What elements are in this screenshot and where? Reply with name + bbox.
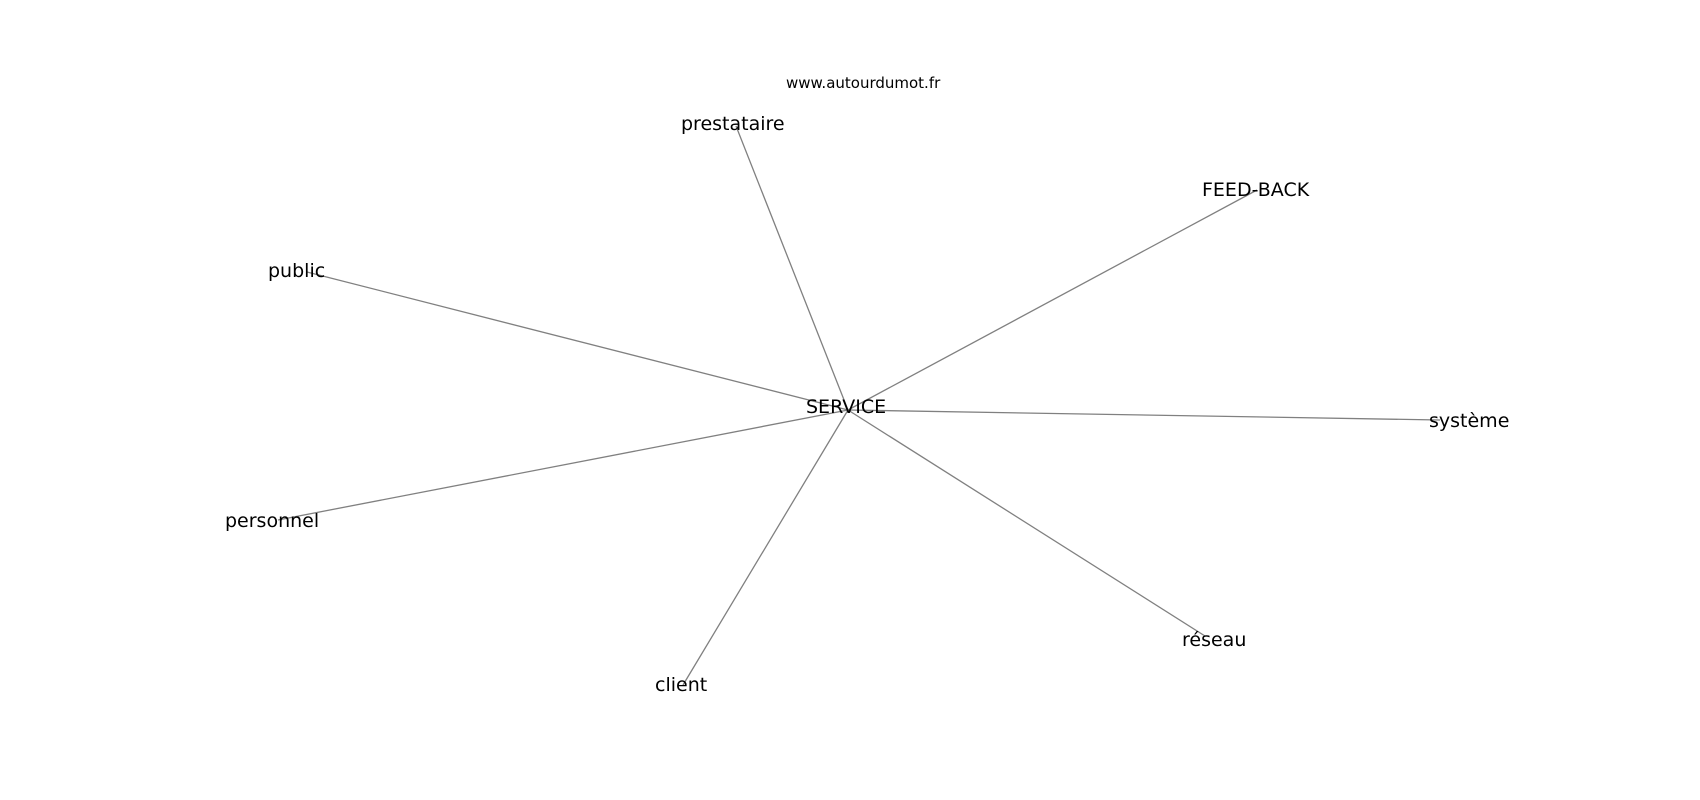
edges-group (277, 125, 1441, 686)
edge-service-feed-back (847, 189, 1258, 411)
node-label-personnel: personnel (225, 510, 319, 532)
site-credit: www.autourdumot.fr (786, 74, 941, 92)
center-node-label: SERVICE (806, 396, 886, 418)
labels-group: SERVICE prestataire FEED-BACK public sys… (225, 113, 1509, 696)
node-label-client: client (655, 674, 707, 696)
edge-service-client (682, 409, 849, 686)
edge-service-public (306, 271, 849, 411)
node-label-prestataire: prestataire (681, 113, 785, 135)
edge-service-reseau (847, 409, 1206, 637)
edge-service-personnel (277, 409, 849, 521)
edge-service-systeme (847, 409, 1441, 421)
edge-service-prestataire (735, 125, 849, 411)
node-label-public: public (268, 260, 325, 282)
node-label-reseau: réseau (1182, 629, 1246, 651)
node-label-feed-back: FEED-BACK (1202, 179, 1310, 201)
node-label-systeme: système (1429, 410, 1509, 432)
